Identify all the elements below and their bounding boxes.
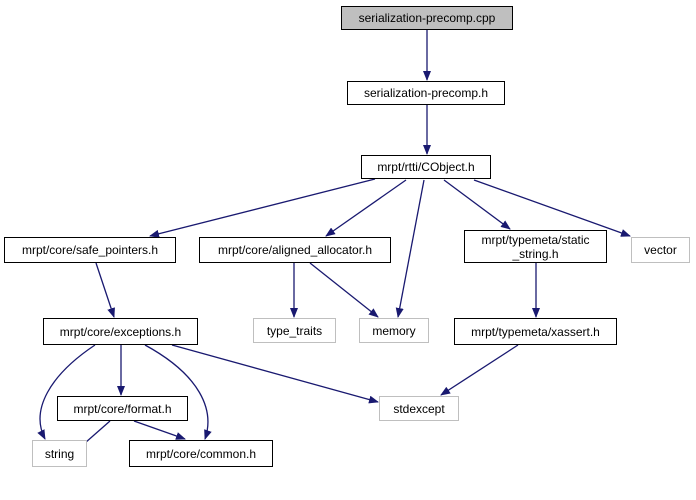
node-label: mrpt/core/aligned_allocator.h <box>217 243 373 257</box>
node-label: vector <box>644 243 677 257</box>
node-label: mrpt/core/safe_pointers.h <box>21 243 159 257</box>
node-label: stdexcept <box>393 401 445 416</box>
node-label: string <box>44 446 75 461</box>
node-label: mrpt/core/exceptions.h <box>59 324 182 339</box>
node-label: mrpt/rtti/CObject.h <box>377 160 475 174</box>
node-xassert-h[interactable]: mrpt/typemeta/xassert.h <box>454 318 617 345</box>
edge-cobject-vector <box>473 179 631 237</box>
node-type-traits[interactable]: type_traits <box>253 318 336 343</box>
node-label: _string.h <box>512 246 559 261</box>
edge-safepointers-exceptions <box>95 262 115 318</box>
node-exceptions-h[interactable]: mrpt/core/exceptions.h <box>43 318 198 345</box>
edge-format-common <box>133 420 186 440</box>
node-string[interactable]: string <box>32 440 87 467</box>
node-label: memory <box>372 323 416 338</box>
node-serialization-precomp-cpp[interactable]: serialization-precomp.cpp <box>341 6 513 30</box>
edge-cobject-safepointers <box>149 178 376 238</box>
node-cobject-h[interactable]: mrpt/rtti/CObject.h <box>361 155 491 179</box>
edge-aligned-memory <box>309 262 379 318</box>
node-format-h[interactable]: mrpt/core/format.h <box>57 396 188 421</box>
node-label: serialization-precomp.cpp <box>358 11 496 25</box>
node-vector[interactable]: vector <box>631 237 690 263</box>
node-memory[interactable]: memory <box>359 318 429 343</box>
edge-exceptions-common <box>144 344 212 440</box>
edge-exceptions-string <box>37 344 96 440</box>
node-label: mrpt/typemeta/static <box>481 232 590 247</box>
node-label: mrpt/typemeta/xassert.h <box>471 324 600 339</box>
node-label: serialization-precomp.h <box>363 86 489 100</box>
node-safe-pointers-h[interactable]: mrpt/core/safe_pointers.h <box>4 237 176 263</box>
edge-xassert-stdexcept <box>440 344 519 396</box>
node-stdexcept[interactable]: stdexcept <box>379 396 459 421</box>
edge-exceptions-stdexcept <box>171 344 379 404</box>
node-label: mrpt/core/format.h <box>73 401 172 416</box>
edge-cobject-static <box>443 179 511 230</box>
node-label: mrpt/core/common.h <box>145 446 257 461</box>
node-label: type_traits <box>266 323 323 338</box>
node-static-string-h[interactable]: mrpt/typemeta/static_string.h <box>464 230 607 263</box>
node-serialization-precomp-h[interactable]: serialization-precomp.h <box>347 81 505 105</box>
node-common-h[interactable]: mrpt/core/common.h <box>129 440 273 467</box>
edge-cobject-aligned <box>325 179 407 237</box>
edge-cobject-memory <box>395 179 425 318</box>
node-aligned-allocator-h[interactable]: mrpt/core/aligned_allocator.h <box>199 237 391 263</box>
